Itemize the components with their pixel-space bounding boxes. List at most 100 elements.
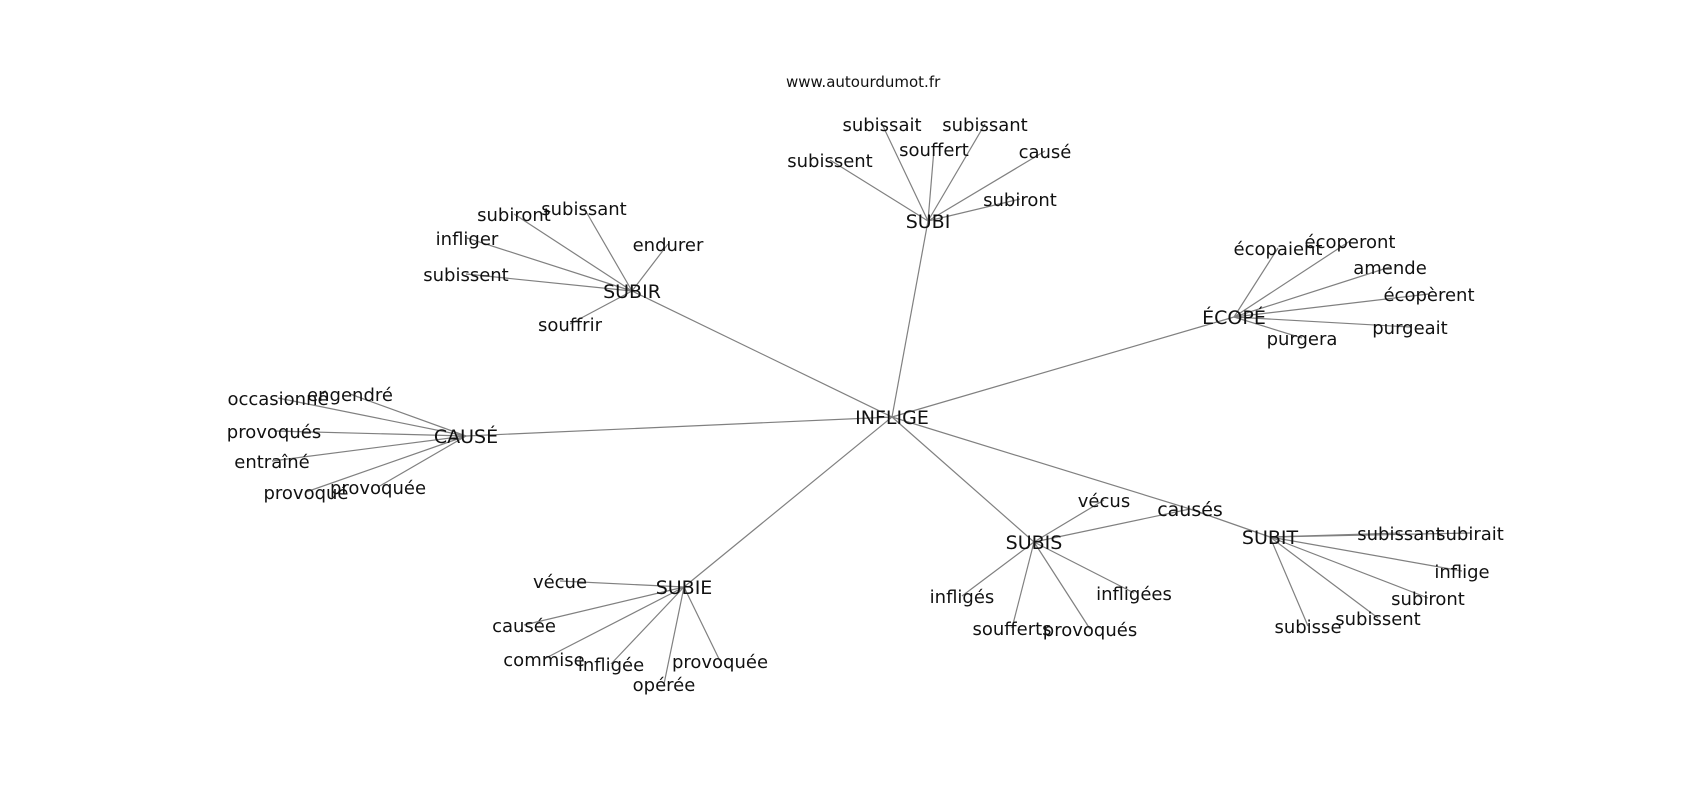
edge-causes-to-center (891, 416, 1191, 510)
edge-subir-leaf-3 (631, 243, 669, 292)
edge-ecope-leaf-3 (1233, 293, 1430, 318)
edge-subit-leaf-3 (1269, 536, 1429, 599)
edge-subis-leaf-4 (1033, 541, 1135, 594)
edge-subis-leaf-2 (1011, 541, 1035, 629)
edge-subie-leaf-0 (559, 580, 685, 588)
hub-node-subi[interactable]: SUBI (906, 211, 951, 233)
leaf-node-subie-0[interactable]: vécue (533, 572, 587, 593)
edge-subi-leaf-0 (881, 123, 929, 222)
edge-ecope-leaf-5 (1233, 316, 1303, 339)
leaf-node-subir-2[interactable]: infliger (436, 229, 499, 250)
edge-subie-leaf-4 (663, 586, 685, 685)
hub-node-subis[interactable]: SUBIS (1006, 532, 1063, 554)
edge-subi-to-center (891, 220, 929, 418)
edge-subit-leaf-1 (1269, 532, 1471, 538)
edge-cause-leaf-1 (349, 393, 467, 437)
edge-ecope-leaf-1 (1233, 240, 1351, 318)
edge-subie-to-center (683, 416, 893, 588)
leaf-node-subir-0[interactable]: subiront (477, 205, 551, 226)
edge-subir-leaf-1 (583, 207, 633, 292)
edge-subir-leaf-5 (569, 290, 633, 325)
leaf-node-subi-1[interactable]: subissant (942, 115, 1027, 136)
leaf-node-ecope-5[interactable]: purgera (1267, 329, 1338, 350)
edge-subir-to-center (631, 290, 893, 418)
leaf-node-subis-3[interactable]: provoqués (1043, 620, 1137, 641)
leaf-node-cause-5[interactable]: provoquée (330, 478, 426, 499)
leaf-node-subis-2[interactable]: soufferts (972, 619, 1051, 640)
leaf-node-subit-4[interactable]: subissent (1335, 609, 1421, 630)
hub-node-subir[interactable]: SUBIR (603, 281, 661, 303)
hub-node-causes[interactable]: causés (1157, 499, 1223, 521)
leaf-node-subie-4[interactable]: opérée (633, 675, 696, 696)
leaf-node-subit-3[interactable]: subiront (1391, 589, 1465, 610)
leaf-node-ecope-3[interactable]: écopèrent (1383, 285, 1474, 306)
edge-subi-leaf-2 (927, 148, 935, 222)
edge-ecope-leaf-2 (1233, 266, 1391, 318)
edge-subi-leaf-4 (829, 159, 929, 222)
leaf-node-subir-4[interactable]: subissent (423, 265, 509, 286)
leaf-node-cause-1[interactable]: engendré (307, 385, 393, 406)
leaf-node-subi-3[interactable]: causé (1019, 142, 1072, 163)
edge-subis-leaf-0 (1033, 499, 1105, 543)
leaf-node-subie-5[interactable]: provoquée (672, 652, 768, 673)
leaf-node-subit-5[interactable]: subisse (1274, 617, 1341, 638)
leaf-node-ecope-1[interactable]: écoperont (1305, 232, 1396, 253)
leaf-node-subi-2[interactable]: souffert (899, 140, 969, 161)
hub-node-subie[interactable]: SUBIE (656, 577, 713, 599)
leaf-node-subis-0[interactable]: vécus (1078, 491, 1130, 512)
leaf-node-subi-4[interactable]: subissent (787, 151, 873, 172)
edge-subis-to-center (891, 416, 1035, 543)
center-word-node[interactable]: INFLIGE (855, 407, 929, 429)
edge-ecope-leaf-4 (1233, 316, 1411, 328)
edge-subir-leaf-0 (513, 213, 633, 292)
hub-node-ecope[interactable]: ÉCOPÉ (1202, 306, 1266, 329)
leaf-node-cause-0[interactable]: occasionné (227, 389, 328, 410)
leaf-node-subie-3[interactable]: infligée (578, 655, 644, 676)
leaf-node-ecope-0[interactable]: écopaient (1234, 239, 1323, 260)
edge-subie-leaf-5 (683, 586, 721, 662)
edge-ecope-leaf-0 (1233, 247, 1279, 318)
edge-cause-leaf-2 (273, 430, 467, 437)
edge-subie-leaf-3 (610, 586, 685, 665)
edge-subit-leaf-2 (1269, 536, 1463, 572)
edge-subie-leaf-2 (543, 586, 685, 660)
leaf-node-subit-0[interactable]: subissant (1357, 524, 1442, 545)
leaf-node-subis-1[interactable]: infligés (930, 587, 995, 608)
edge-ecope-to-center (891, 316, 1235, 418)
edge-subis-to-causes (1033, 508, 1191, 543)
leaf-node-ecope-4[interactable]: purgeait (1372, 318, 1448, 339)
site-watermark: www.autourdumot.fr (786, 73, 941, 91)
leaf-node-subir-5[interactable]: souffrir (538, 315, 603, 336)
edge-cause-leaf-4 (305, 435, 467, 493)
leaf-node-subir-1[interactable]: subissant (541, 199, 626, 220)
hub-node-cause[interactable]: CAUSÉ (434, 425, 498, 448)
leaf-node-subi-5[interactable]: subiront (983, 190, 1057, 211)
edge-subir-leaf-2 (466, 237, 633, 292)
leaf-node-subir-3[interactable]: endurer (633, 235, 704, 256)
leaf-node-cause-4[interactable]: provoqué (263, 483, 348, 504)
edge-cause-to-center (465, 416, 893, 437)
graph-labels: INFLIGE SUBI subissait subissant souffert cau… (227, 115, 1504, 696)
edge-cause-leaf-3 (271, 435, 467, 462)
leaf-node-ecope-2[interactable]: amende (1353, 258, 1427, 279)
edge-subit-leaf-4 (1269, 536, 1379, 619)
graph-edges (271, 123, 1471, 685)
edge-cause-leaf-5 (377, 435, 467, 488)
leaf-node-subit-1[interactable]: subirait (1436, 524, 1504, 545)
edge-subi-leaf-1 (927, 123, 986, 222)
leaf-node-cause-2[interactable]: provoqués (227, 422, 321, 443)
edge-subi-leaf-3 (927, 150, 1046, 222)
leaf-node-subit-2[interactable]: inflige (1434, 562, 1489, 583)
edge-cause-leaf-0 (277, 397, 467, 437)
edge-subis-leaf-1 (961, 541, 1035, 597)
hub-node-subit[interactable]: SUBIT (1242, 527, 1299, 549)
leaf-node-subis-4[interactable]: infligées (1096, 584, 1172, 605)
leaf-node-cause-3[interactable]: entraîné (234, 452, 309, 473)
leaf-node-subi-0[interactable]: subissait (842, 115, 921, 136)
leaf-node-subie-2[interactable]: commise (503, 650, 584, 671)
edge-subi-leaf-5 (927, 198, 1021, 222)
leaf-node-subie-1[interactable]: causée (492, 616, 556, 637)
edge-subit-leaf-5 (1269, 536, 1309, 627)
edge-subis-leaf-3 (1033, 541, 1091, 630)
